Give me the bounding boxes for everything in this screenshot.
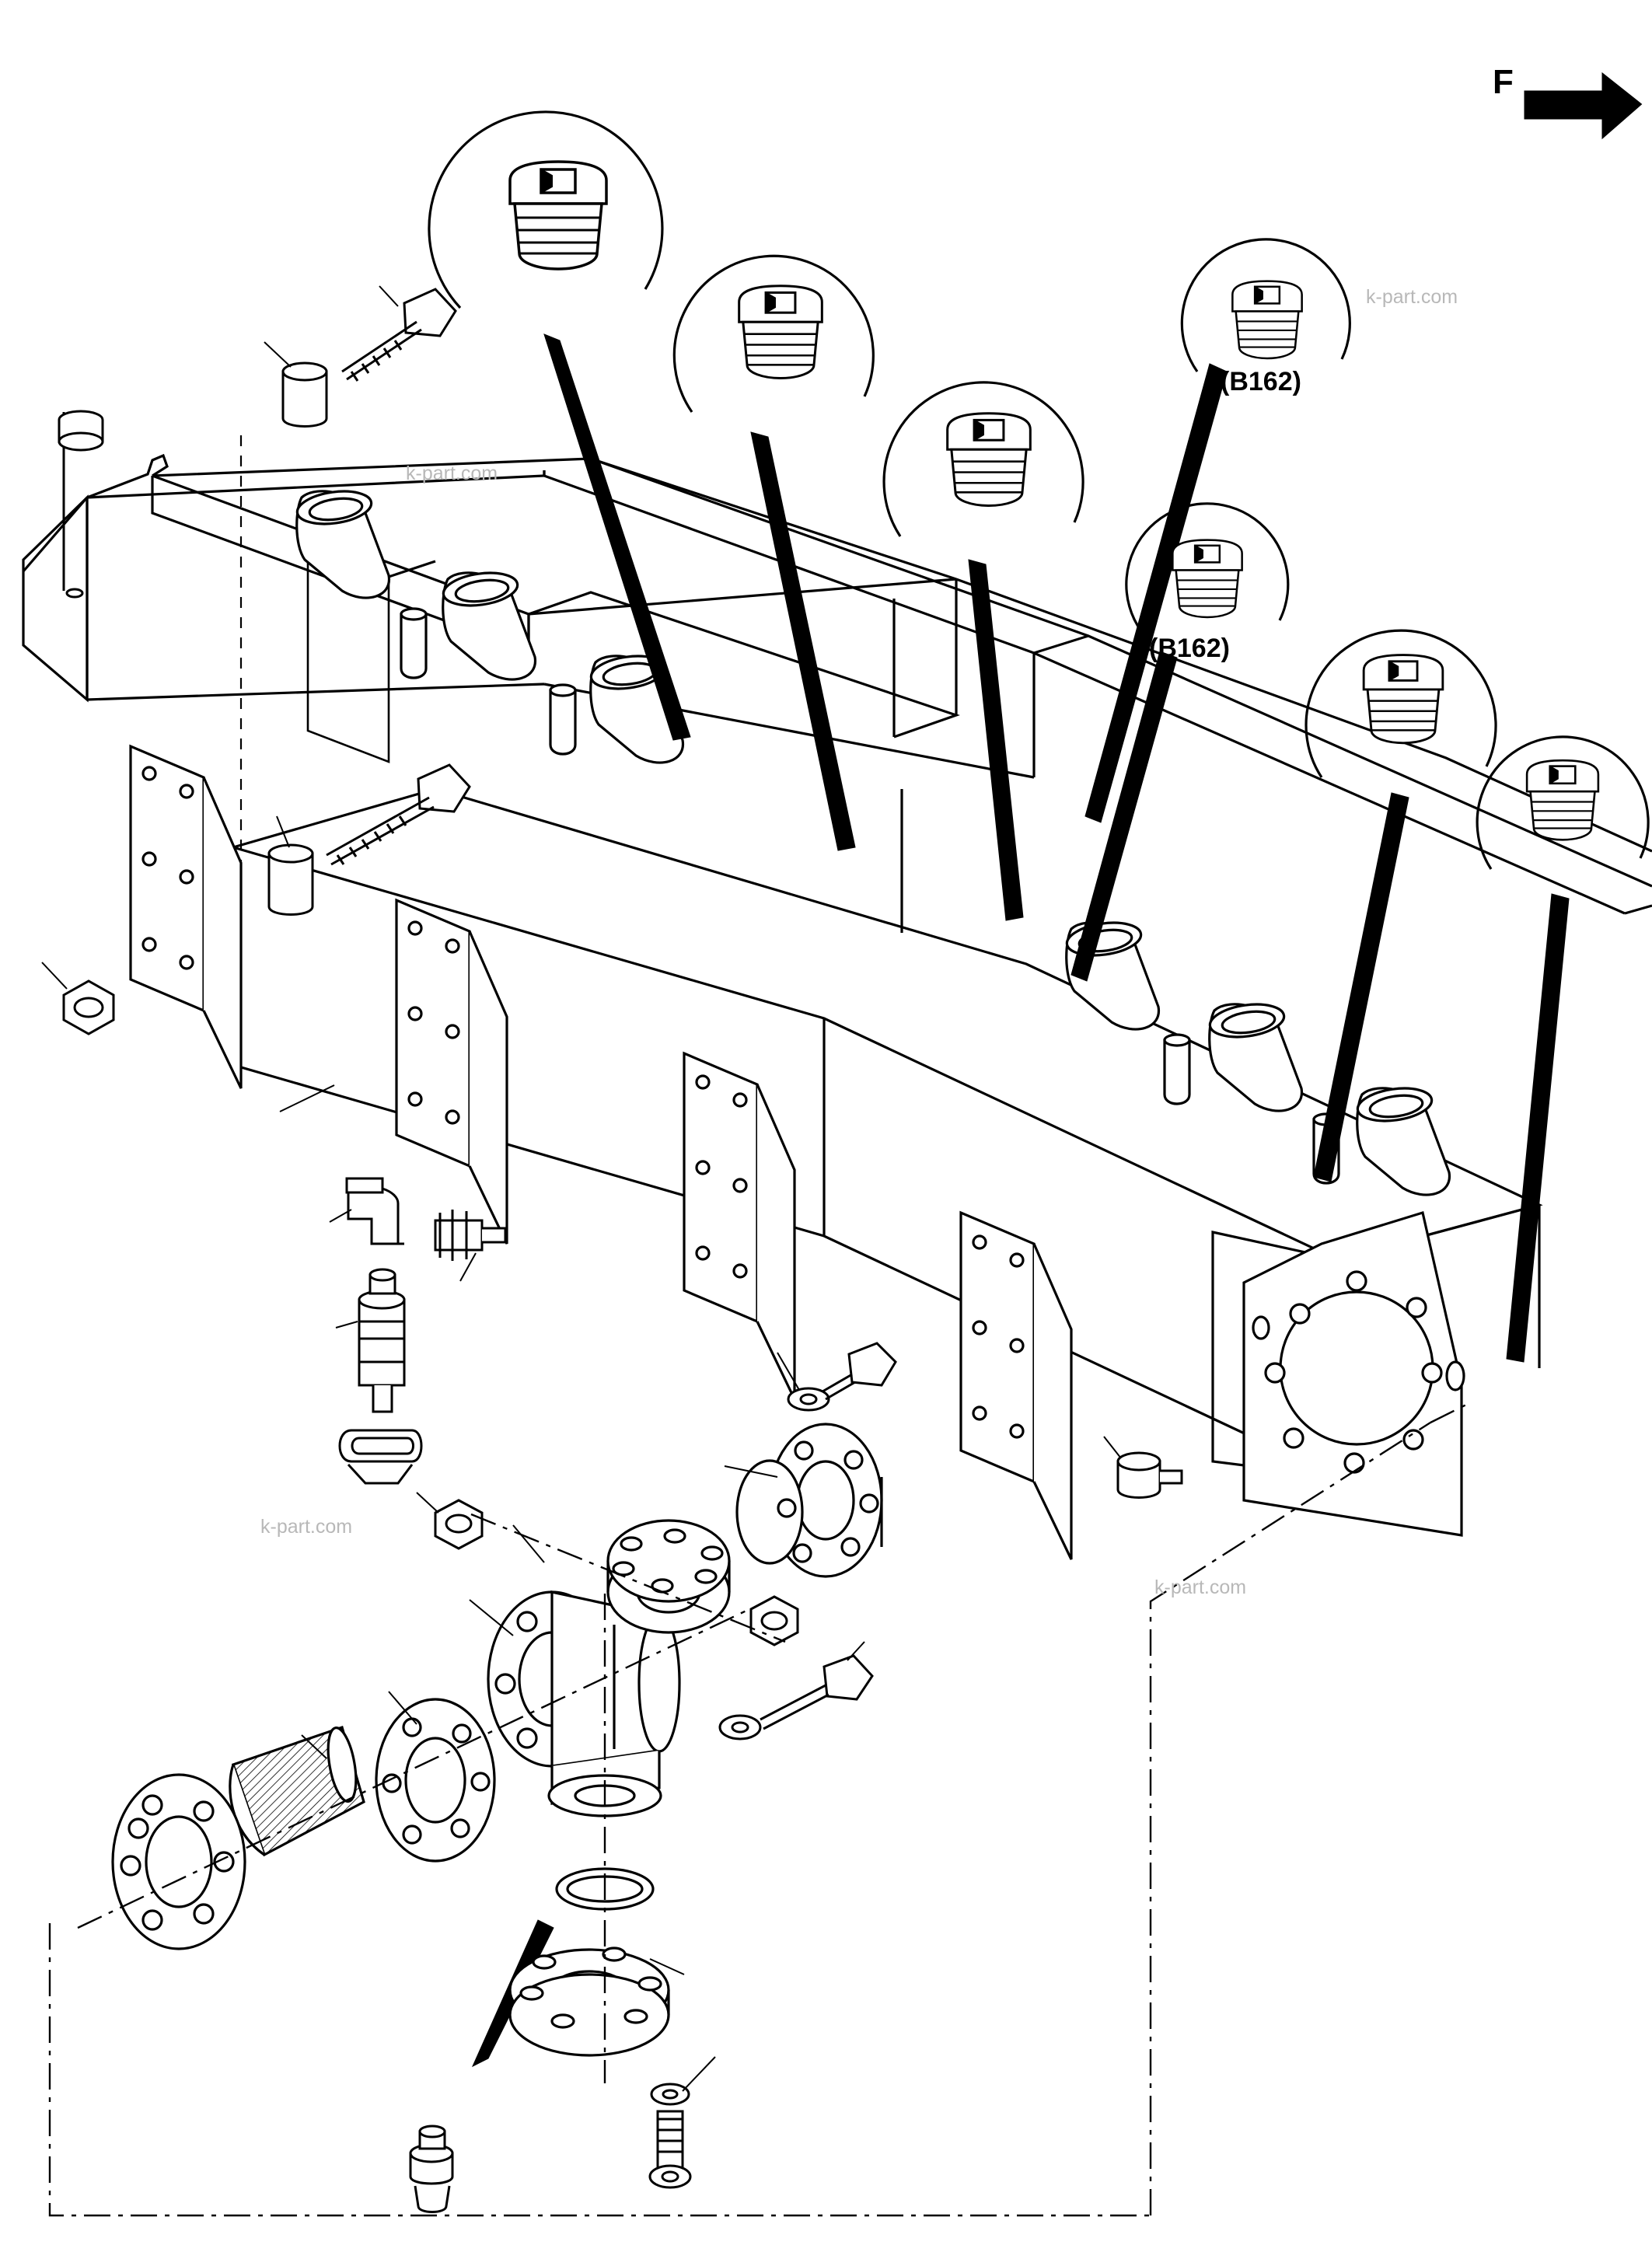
watermark-3: k-part.com bbox=[260, 1516, 353, 1538]
flange-assembly bbox=[111, 1423, 883, 2057]
top-left-fasteners bbox=[58, 285, 457, 599]
plug-leader-lines bbox=[471, 333, 1570, 2068]
arrow-letter-f: F bbox=[1493, 63, 1514, 101]
bottom-fasteners bbox=[301, 1342, 1183, 2213]
watermark-4: k-part.com bbox=[1154, 1576, 1247, 1598]
callout-b162-mid: (B162) bbox=[1149, 634, 1230, 663]
fitting-group bbox=[329, 1177, 507, 1485]
right-end-flange bbox=[1242, 1210, 1465, 1537]
watermark-1: k-part.com bbox=[1366, 286, 1458, 308]
view-direction-arrow: F bbox=[1493, 63, 1643, 140]
callout-labels: (B162) (B162) bbox=[1149, 367, 1301, 663]
centerlines bbox=[48, 1402, 1469, 2217]
detail-bubbles bbox=[428, 110, 1650, 870]
callout-b162-left: (B162) bbox=[1221, 367, 1301, 396]
mount-plates bbox=[129, 744, 1073, 1560]
watermark-2: k-part.com bbox=[406, 463, 498, 484]
mid-left-fasteners bbox=[41, 435, 471, 1112]
